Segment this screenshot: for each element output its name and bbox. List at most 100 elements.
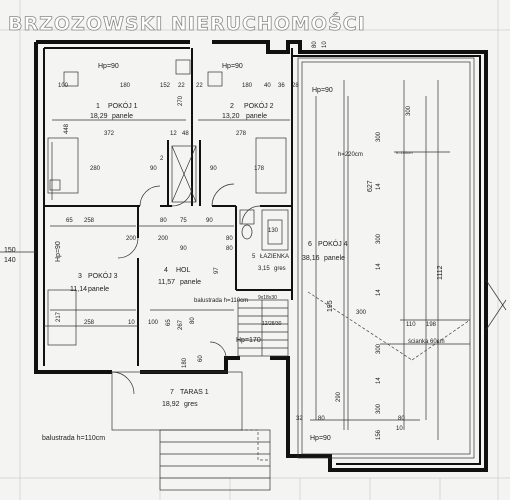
svg-text:14: 14 xyxy=(376,289,382,296)
svg-text:150: 150 xyxy=(4,247,16,254)
hp-note: Hp=90 xyxy=(310,435,331,442)
room-num: 3 xyxy=(78,273,82,280)
svg-text:10: 10 xyxy=(322,41,328,48)
svg-text:80: 80 xyxy=(160,218,167,224)
svg-text:140: 140 xyxy=(4,257,16,264)
svg-text:60: 60 xyxy=(198,355,204,362)
dimension-lines xyxy=(0,96,427,420)
svg-text:97: 97 xyxy=(214,267,220,274)
room-area: 11,57 xyxy=(158,279,175,286)
svg-text:300: 300 xyxy=(406,105,412,116)
hp-note: Hp=170 xyxy=(236,337,261,344)
svg-text:80: 80 xyxy=(398,416,405,422)
room-num: 4 xyxy=(164,267,168,274)
room-finish: gres xyxy=(184,401,198,408)
room-label-7: 7 TARAS 1 18,92 gres xyxy=(162,389,209,408)
stairs xyxy=(237,299,289,357)
svg-text:627: 627 xyxy=(367,180,374,192)
room-finish: gres xyxy=(274,266,286,272)
room-label-4: 4 HOL 11,57 panele xyxy=(158,267,201,286)
room-finish: panele xyxy=(324,255,345,262)
room-area: 11,14 xyxy=(70,286,87,293)
room-name: POKÓJ 3 xyxy=(88,271,118,280)
svg-text:1112: 1112 xyxy=(437,265,444,280)
svg-text:156: 156 xyxy=(376,429,382,440)
room-num: 6 xyxy=(308,241,312,248)
room-area: 18,29 xyxy=(90,113,108,120)
svg-text:32: 32 xyxy=(296,416,303,422)
height-note: h=220cm xyxy=(338,152,363,158)
svg-text:100: 100 xyxy=(148,320,159,326)
svg-text:36: 36 xyxy=(278,83,285,89)
room-area: 18,92 xyxy=(162,401,180,408)
svg-text:90: 90 xyxy=(206,218,213,224)
svg-text:65: 65 xyxy=(66,218,73,224)
steps-note: 12/28/30 xyxy=(262,321,282,327)
hp-note: Hp=90 xyxy=(55,241,62,262)
furniture xyxy=(47,59,289,346)
svg-text:100: 100 xyxy=(58,83,69,89)
room-num: 7 xyxy=(170,389,174,396)
room-name: POKÓJ 4 xyxy=(318,239,348,248)
room-num: 2 xyxy=(230,103,234,110)
room-area: 38,16 xyxy=(302,255,320,262)
svg-text:448: 448 xyxy=(64,123,70,134)
svg-text:40: 40 xyxy=(264,83,271,89)
svg-text:28: 28 xyxy=(292,83,299,89)
svg-text:180: 180 xyxy=(120,83,131,89)
svg-text:2: 2 xyxy=(160,156,164,162)
svg-text:372: 372 xyxy=(104,131,115,137)
room-name: POKÓJ 2 xyxy=(244,101,274,110)
room-area: 3,15 xyxy=(258,266,270,272)
svg-text:258: 258 xyxy=(84,218,95,224)
svg-text:290: 290 xyxy=(336,391,342,402)
svg-text:22: 22 xyxy=(178,83,185,89)
window-note: 9x18x30 xyxy=(258,295,277,301)
svg-text:22: 22 xyxy=(196,83,203,89)
svg-text:267: 267 xyxy=(178,319,184,330)
attic-note: ścianka 60cm xyxy=(408,339,445,345)
svg-text:80: 80 xyxy=(312,41,318,48)
room-name: HOL xyxy=(176,267,191,274)
svg-text:130: 130 xyxy=(268,228,279,234)
attic-lines xyxy=(307,80,507,440)
terrace xyxy=(111,371,271,491)
svg-text:65: 65 xyxy=(166,319,172,326)
hp-note: Hp=90 xyxy=(312,87,333,94)
room-label-3: 3 POKÓJ 3 11,14 panele xyxy=(70,271,118,293)
room-area: 13,20 xyxy=(222,113,240,120)
svg-text:152: 152 xyxy=(160,83,171,89)
svg-text:90: 90 xyxy=(210,166,217,172)
svg-text:198: 198 xyxy=(426,322,437,328)
svg-text:217: 217 xyxy=(56,311,62,322)
svg-text:300: 300 xyxy=(376,233,382,244)
watermark: BRZOZOWSKI NIERUCHOMOŚCI xyxy=(8,11,366,35)
room-name: TARAS 1 xyxy=(180,389,209,396)
room-num: 1 xyxy=(96,103,100,110)
outer-walls xyxy=(34,40,488,472)
room-finish: panele xyxy=(246,113,267,120)
svg-text:14: 14 xyxy=(376,183,382,190)
svg-text:80: 80 xyxy=(318,416,325,422)
room-label-1: 1 POKÓJ 1 18,29 panele xyxy=(90,101,138,120)
hp-note: Hp=90 xyxy=(98,63,119,70)
notes: Hp=90 Hp=90 Hp=90 Hp=90 Hp=90 Hp=170 h=2… xyxy=(42,63,445,442)
svg-text:14: 14 xyxy=(376,263,382,270)
room-name: ŁAZIENKA xyxy=(260,254,289,260)
svg-text:300: 300 xyxy=(356,310,367,316)
svg-text:195: 195 xyxy=(327,300,334,312)
balustrade-note: balustrada h=110cm xyxy=(194,298,248,304)
svg-text:178: 178 xyxy=(254,166,265,172)
svg-text:300: 300 xyxy=(376,403,382,414)
window-strip-note: h=140cm xyxy=(396,150,413,155)
svg-text:180: 180 xyxy=(182,357,188,368)
room-name: POKÓJ 1 xyxy=(108,101,138,110)
dimensions: 180 152 100 22 22 180 40 36 28 372 278 4… xyxy=(4,41,444,440)
svg-text:110: 110 xyxy=(406,322,416,328)
svg-text:12: 12 xyxy=(170,131,177,137)
svg-text:180: 180 xyxy=(242,83,253,89)
svg-text:270: 270 xyxy=(178,95,184,106)
svg-text:300: 300 xyxy=(376,131,382,142)
